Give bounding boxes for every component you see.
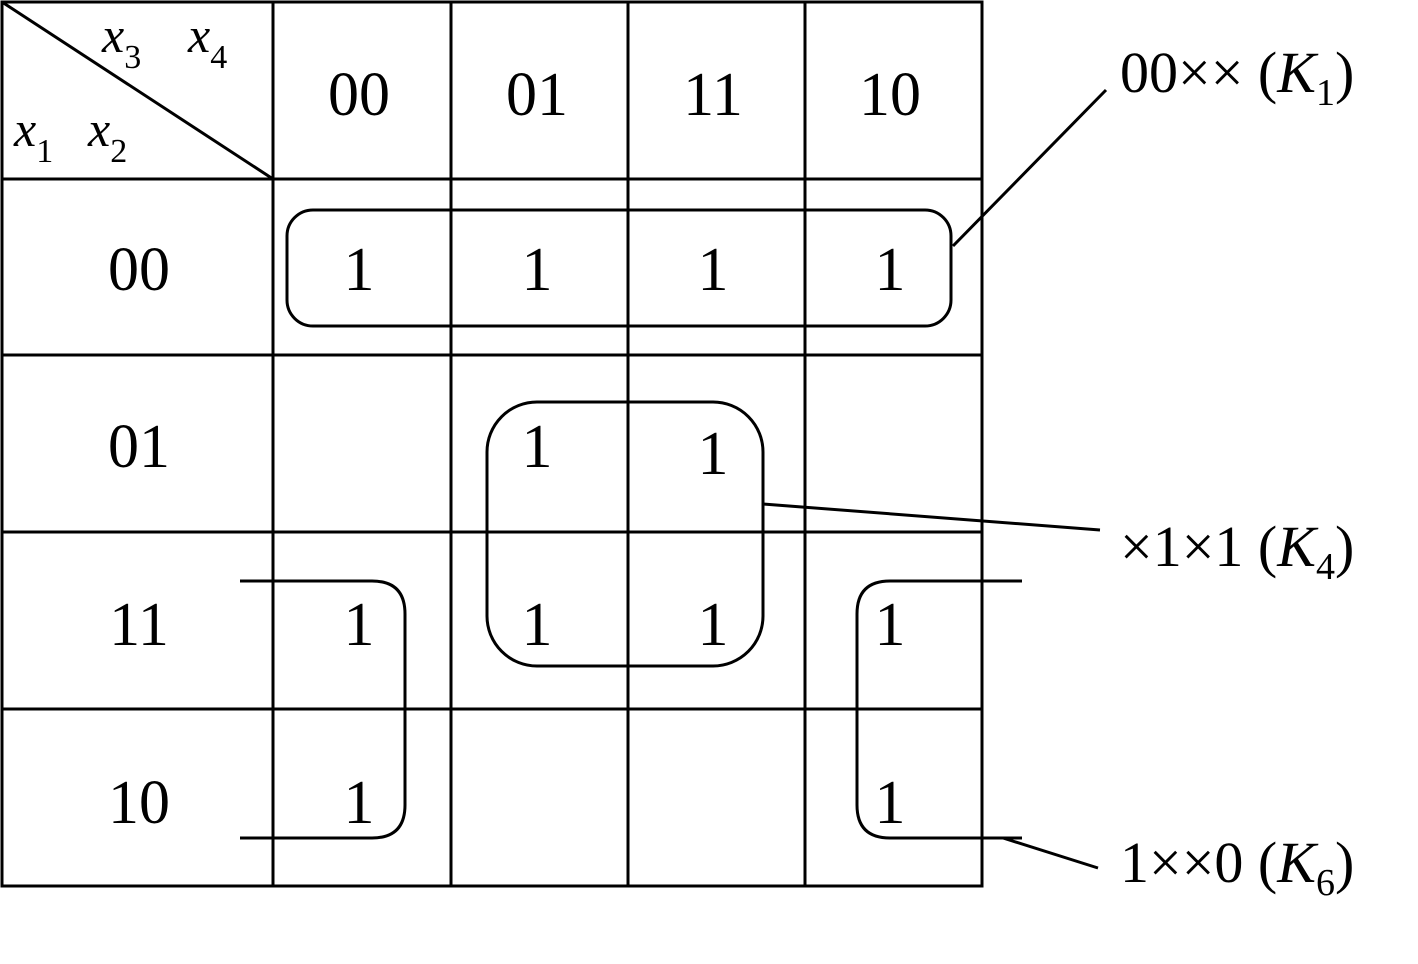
cell-value: 1	[522, 591, 553, 659]
column-header: 01	[506, 61, 568, 129]
cell-value: 1	[344, 236, 375, 304]
leader-lines	[762, 88, 1108, 870]
row-header: 10	[108, 769, 170, 837]
cell-value: 1	[875, 591, 906, 659]
column-header: 00	[328, 61, 390, 129]
column-headers: 00 01 11 10	[328, 61, 921, 129]
cell-value: 1	[875, 769, 906, 837]
cell-value: 1	[698, 420, 729, 488]
loop-k6-right	[855, 579, 1022, 840]
loop-k6-left	[240, 579, 407, 840]
cell-value: 1	[344, 769, 375, 837]
leader-k4	[762, 502, 1101, 532]
column-header: 11	[683, 61, 743, 129]
map-border	[0, 0, 984, 888]
cell-value: 1	[522, 413, 553, 481]
leader-k6	[1002, 836, 1099, 870]
cell-values: 1 1 1 1 1 1 1 1 1 1 1 1	[344, 236, 906, 837]
group-labels: 00×× (K1) ×1×1 (K4) 1××0 (K6)	[1120, 40, 1354, 904]
row-var-b: x2	[87, 101, 127, 170]
cell-value: 1	[344, 591, 375, 659]
loop-k4	[485, 400, 765, 668]
map-grid	[0, 0, 984, 888]
group-label-k6: 1××0 (K6)	[1120, 830, 1354, 904]
col-var-b: x4	[187, 7, 227, 76]
loop-k1	[285, 208, 953, 328]
row-header: 01	[108, 413, 170, 481]
col-var-a: x3	[101, 7, 141, 76]
row-var-a: x1	[13, 101, 53, 170]
group-label-k4: ×1×1 (K4)	[1120, 514, 1354, 588]
group-label-k1: 00×× (K1)	[1120, 40, 1354, 114]
cell-value: 1	[698, 591, 729, 659]
group-loops	[240, 208, 1022, 840]
cell-value: 1	[698, 236, 729, 304]
corner-diagonal	[1, 0, 274, 181]
cell-value: 1	[522, 236, 553, 304]
corner-header: x3 x4 x1 x2	[13, 7, 227, 170]
leader-k1	[951, 88, 1108, 248]
row-header: 11	[109, 591, 169, 659]
row-header: 00	[108, 236, 170, 304]
column-header: 10	[859, 61, 921, 129]
cell-value: 1	[875, 236, 906, 304]
row-headers: 00 01 11 10	[108, 236, 170, 837]
